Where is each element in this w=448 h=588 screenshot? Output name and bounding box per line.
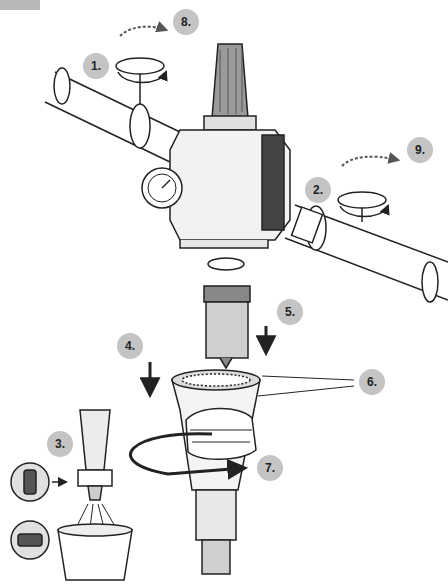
callout-number: 4. bbox=[115, 331, 145, 361]
drain-inset bbox=[11, 410, 132, 580]
callout-text: 6. bbox=[367, 375, 377, 389]
callout-number: 2. bbox=[303, 175, 333, 205]
callout-text: 2. bbox=[313, 183, 323, 197]
callout-number: 1. bbox=[81, 51, 111, 81]
corner-tab bbox=[0, 0, 40, 10]
callout-text: 7. bbox=[265, 461, 275, 475]
leader-lines bbox=[258, 376, 354, 396]
callout-text: 4. bbox=[125, 339, 135, 353]
callout-number: 5. bbox=[275, 297, 305, 327]
callout-number: 3. bbox=[45, 429, 75, 459]
insert-arrow bbox=[265, 326, 268, 352]
callout-text: 5. bbox=[285, 305, 295, 319]
callout-number: 8. bbox=[171, 7, 201, 37]
mount-arrow bbox=[149, 362, 152, 394]
callout-text: 3. bbox=[55, 437, 65, 451]
callout-number: 9. bbox=[405, 135, 435, 165]
callout-number: 6. bbox=[357, 367, 387, 397]
callout-text: 9. bbox=[415, 143, 425, 157]
filter-housing bbox=[142, 44, 290, 248]
rotate-arrow bbox=[130, 434, 244, 474]
o-ring bbox=[208, 258, 244, 270]
filter-cartridge bbox=[204, 286, 250, 368]
callout-text: 1. bbox=[91, 59, 101, 73]
callout-number: 7. bbox=[255, 453, 285, 483]
callout-text: 8. bbox=[181, 15, 191, 29]
